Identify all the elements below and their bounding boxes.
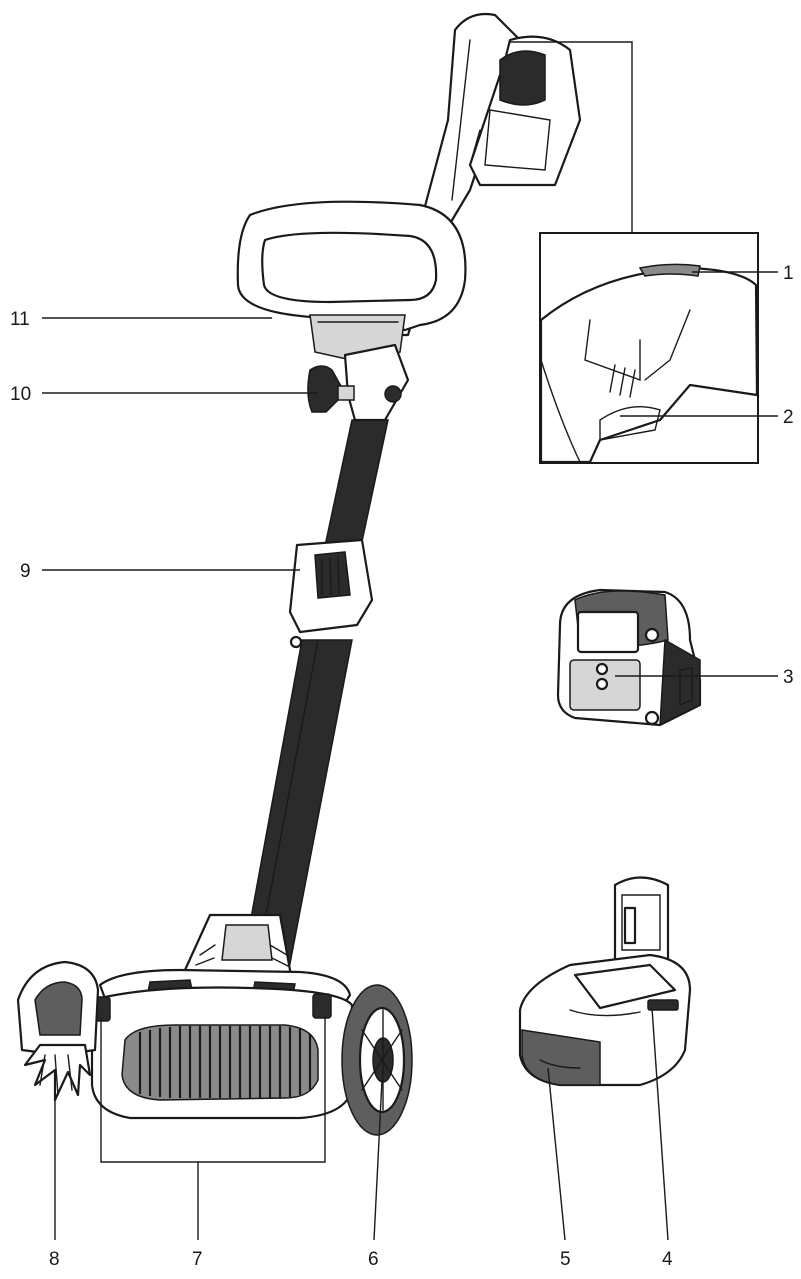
battery-charger — [556, 588, 702, 727]
callout-3: 3 — [783, 667, 794, 688]
battery-pack — [518, 876, 692, 1087]
callout-10: 10 — [10, 384, 31, 405]
side-brush — [16, 960, 100, 1102]
handle-adjust-knob — [307, 343, 410, 422]
callout-4: 4 — [662, 1249, 673, 1270]
inset-connector — [510, 41, 633, 233]
callout-9: 9 — [20, 561, 31, 582]
callout-1: 1 — [783, 263, 794, 284]
detail-inset — [539, 232, 759, 464]
callout-7: 7 — [192, 1249, 203, 1270]
callout-6: 6 — [368, 1249, 379, 1270]
wheel — [341, 984, 413, 1136]
callout-2: 2 — [783, 407, 794, 428]
brush-head — [90, 913, 354, 1120]
callout-8: 8 — [49, 1249, 60, 1270]
leader-lines — [42, 271, 778, 1241]
callout-5: 5 — [560, 1249, 571, 1270]
front-d-handle — [236, 200, 467, 363]
telescopic-collar — [288, 538, 374, 649]
battery-housing-top — [468, 35, 582, 187]
callout-11: 11 — [10, 309, 30, 330]
